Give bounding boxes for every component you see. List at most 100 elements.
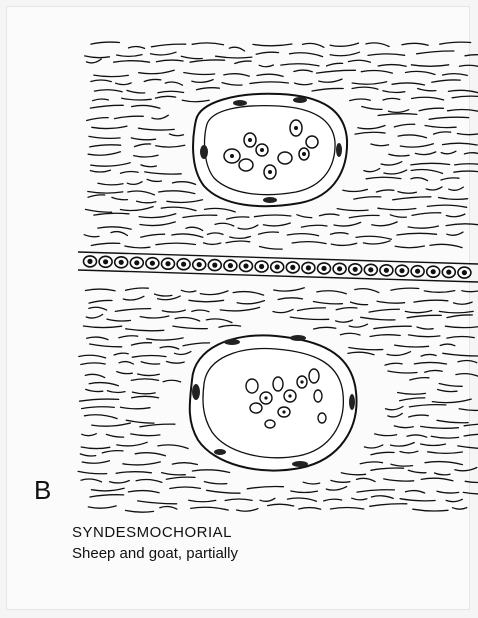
cell-nucleus	[447, 270, 451, 274]
tissue-fiber	[136, 480, 162, 483]
tissue-fiber	[371, 452, 394, 454]
tissue-fiber	[440, 344, 455, 346]
tissue-fiber	[443, 74, 468, 76]
tissue-fiber	[162, 473, 186, 475]
tissue-fiber	[139, 128, 175, 130]
tissue-fiber	[455, 164, 478, 167]
tissue-fiber	[151, 44, 185, 47]
tissue-fiber	[449, 187, 464, 190]
tissue-fiber	[455, 468, 477, 471]
tissue-fiber	[156, 60, 183, 62]
tissue-fiber	[441, 178, 459, 180]
tissue-fiber	[227, 217, 249, 219]
tissue-fiber	[117, 442, 147, 446]
tissue-fiber	[361, 70, 392, 73]
tissue-fiber	[435, 473, 451, 475]
tissue-fiber	[390, 215, 406, 217]
tissue-fiber	[222, 83, 242, 86]
tissue-fiber	[458, 446, 478, 449]
tissue-fiber	[141, 362, 159, 364]
tissue-fiber	[200, 291, 228, 295]
tissue-fiber	[172, 463, 197, 465]
tissue-fiber	[409, 335, 440, 337]
tissue-fiber	[121, 172, 139, 174]
tissue-fiber	[398, 135, 426, 138]
tissue-fiber	[446, 499, 462, 501]
tissue-fiber	[421, 354, 436, 356]
tissue-fiber	[370, 504, 407, 507]
tissue-fiber	[237, 509, 258, 512]
tissue-fiber	[82, 434, 97, 436]
tissue-fiber	[407, 435, 427, 437]
tissue-fiber	[207, 490, 240, 493]
lower-capillary	[190, 335, 357, 470]
tissue-fiber	[256, 52, 278, 54]
tissue-fiber	[331, 243, 356, 245]
tissue-fiber	[454, 302, 473, 304]
tissue-fiber	[354, 197, 381, 199]
tissue-fiber	[301, 225, 327, 227]
tissue-fiber	[331, 233, 348, 235]
tissue-fiber	[439, 198, 468, 200]
tissue-fiber	[175, 352, 191, 355]
cell-nucleus	[229, 264, 233, 268]
tissue-fiber	[331, 480, 350, 482]
tissue-fiber	[387, 352, 410, 356]
tissue-fiber	[126, 329, 164, 331]
tissue-fiber	[452, 96, 478, 98]
tissue-fiber	[123, 296, 144, 300]
tissue-fiber	[144, 79, 161, 81]
cell-nucleus	[463, 271, 467, 275]
tissue-fiber	[224, 74, 250, 77]
tissue-fiber	[156, 145, 185, 147]
tissue-fiber	[206, 319, 232, 323]
tissue-fiber	[356, 236, 391, 239]
tissue-fiber	[446, 224, 478, 226]
tissue-fiber	[128, 491, 159, 493]
tissue-fiber	[413, 509, 448, 511]
tissue-fiber	[317, 291, 347, 294]
tissue-fiber	[281, 64, 319, 66]
tissue-fiber	[135, 144, 151, 147]
tissue-fiber	[314, 327, 336, 329]
tissue-fiber	[303, 482, 320, 484]
tissue-fiber	[181, 290, 196, 292]
tissue-fiber	[394, 124, 414, 127]
cell-nucleus	[291, 266, 295, 270]
tissue-fiber	[83, 326, 121, 328]
tissue-fiber	[102, 451, 123, 453]
tissue-fiber	[238, 225, 258, 229]
tissue-fiber	[92, 488, 125, 491]
tissue-fiber	[175, 318, 200, 321]
tissue-fiber	[131, 343, 151, 345]
tissue-fiber	[158, 296, 181, 300]
tissue-fiber	[106, 434, 123, 437]
tissue-fiber	[155, 294, 172, 296]
tissue-fiber	[374, 326, 411, 329]
tissue-fiber	[324, 499, 342, 501]
tissue-fiber	[160, 347, 179, 349]
tissue-fiber	[94, 75, 129, 77]
tissue-fiber	[259, 65, 273, 67]
tissue-fiber	[190, 60, 225, 62]
tissue-fiber	[290, 317, 328, 319]
tissue-fiber	[173, 182, 196, 185]
cell-nucleus	[166, 262, 170, 266]
tissue-fiber	[389, 110, 409, 113]
tissue-fiber	[189, 500, 216, 502]
tissue-fiber	[375, 434, 397, 436]
tissue-fiber	[395, 246, 424, 248]
tissue-fiber	[216, 56, 252, 58]
tissue-fiber	[414, 300, 448, 302]
tissue-fiber	[411, 178, 428, 181]
tissue-fiber	[366, 43, 389, 47]
caption-title: SYNDESMOCHORIAL	[72, 524, 232, 541]
tissue-fiber	[443, 143, 478, 145]
tissue-fiber	[400, 499, 435, 501]
tissue-fiber	[122, 98, 152, 100]
cell-nucleus	[275, 265, 279, 269]
tissue-fiber	[287, 498, 316, 501]
tissue-fiber	[428, 452, 463, 454]
tissue-fiber	[183, 343, 209, 346]
tissue-fiber	[383, 98, 400, 100]
